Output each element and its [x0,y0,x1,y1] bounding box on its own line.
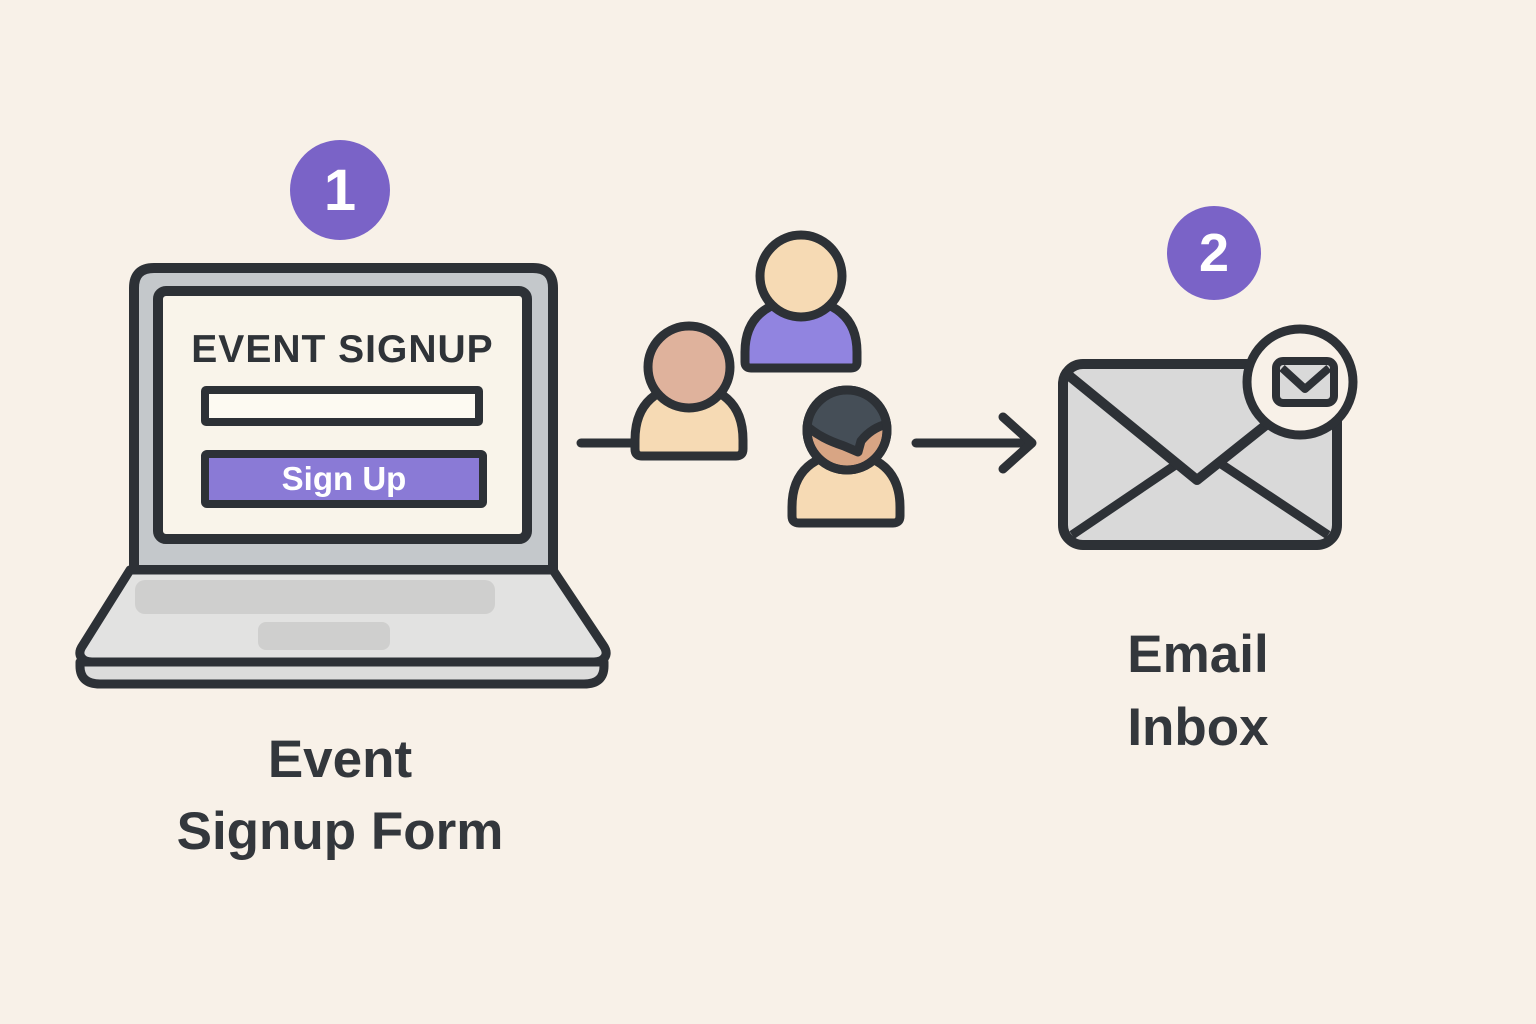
people-group-icon [630,230,905,528]
sign-up-button-label: Sign Up [281,460,407,497]
person-3-body [787,449,905,528]
step-1-number: 1 [323,157,357,223]
laptop-keyboard-area [135,580,495,614]
caption-right-line1: Email [1127,625,1269,684]
caption-email-inbox: Email Inbox [998,618,1398,764]
person-1-head [755,230,847,322]
caption-right-line2: Inbox [1127,698,1269,757]
person-2-head [643,321,735,413]
caption-left-line1: Event [267,730,413,789]
right-arrow-icon [911,412,1037,474]
laptop-trackpad [258,622,390,650]
person-1-body [740,295,862,373]
person-3-head-outline [802,385,892,475]
caption-event-signup-form: Event Signup Form [90,724,590,868]
caption-left-line2: Signup Form [176,802,504,861]
laptop-base-lip [75,657,609,689]
form-title: EVENT SIGNUP [191,328,494,371]
mail-badge-icon [1242,324,1358,440]
step-2-badge-circle [1167,206,1261,300]
name-input[interactable] [201,386,483,426]
mail-badge-flap [1279,364,1332,393]
step-1-badge-circle [290,140,390,240]
step-2-number: 2 [1198,223,1230,283]
sign-up-button[interactable]: Sign Up [201,450,487,508]
